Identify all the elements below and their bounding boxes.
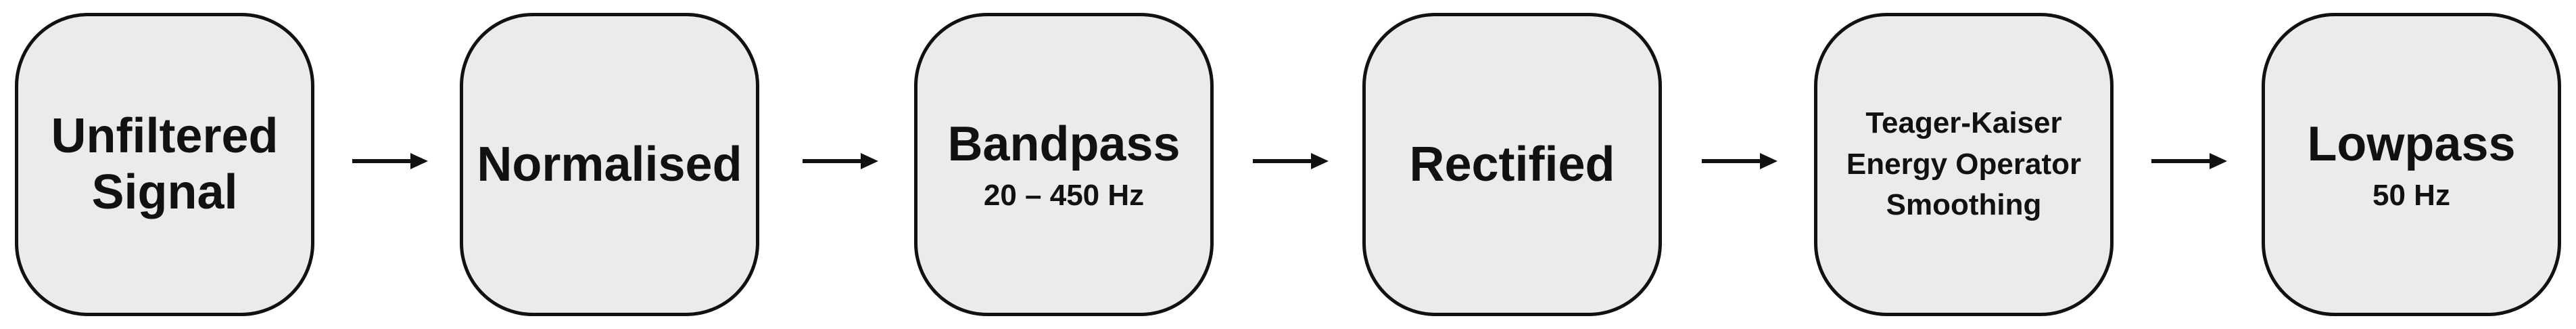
right-arrow-icon	[1253, 153, 1329, 169]
stage-title: Normalised	[477, 137, 742, 193]
stage-title: Bandpass	[947, 116, 1180, 173]
stage-rectified: Rectified	[1362, 13, 1662, 316]
stage-subtitle: 20 – 450 Hz	[983, 179, 1145, 213]
stage-title: Lowpass	[2307, 116, 2515, 173]
stage-title-line: Teager-Kaiser	[1865, 106, 2062, 139]
stage-title-line: Normalised	[477, 137, 742, 192]
stage-bandpass: Bandpass 20 – 450 Hz	[914, 13, 1214, 316]
stage-teager-kaiser: Teager-Kaiser Energy Operator Smoothing	[1814, 13, 2114, 316]
right-arrow-icon	[2151, 153, 2227, 169]
stage-title: Unfiltered Signal	[51, 108, 278, 221]
stage-title-line: Bandpass	[947, 116, 1180, 171]
stage-title: Rectified	[1409, 137, 1615, 193]
right-arrow-icon	[1702, 153, 1778, 169]
stage-title-line: Rectified	[1409, 137, 1615, 192]
right-arrow-icon	[352, 153, 428, 169]
right-arrow-icon	[803, 153, 878, 169]
stage-title-line: Energy Operator	[1846, 147, 2082, 181]
stage-title-line: Unfiltered	[51, 109, 279, 164]
stage-normalised: Normalised	[460, 13, 759, 316]
stage-title-line: Signal	[91, 165, 238, 219]
stage-unfiltered-signal: Unfiltered Signal	[15, 13, 314, 316]
stage-title: Teager-Kaiser Energy Operator Smoothing	[1846, 103, 2081, 226]
stage-title-line: Smoothing	[1886, 188, 2042, 222]
stage-lowpass: Lowpass 50 Hz	[2262, 13, 2561, 316]
stage-title-line: Lowpass	[2307, 116, 2516, 171]
stage-subtitle: 50 Hz	[2372, 179, 2450, 213]
